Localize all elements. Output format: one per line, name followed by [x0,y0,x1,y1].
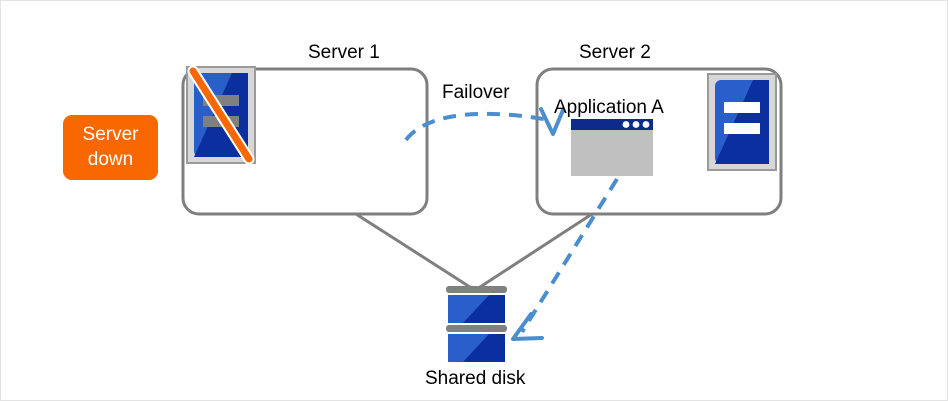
application-window-icon [571,119,653,176]
server-down-badge-line2: down [87,148,134,170]
dashed-curved-arrow-icon [404,107,565,142]
server-healthy-icon [707,73,777,171]
shared-disk-label: Shared disk [425,368,526,389]
server2-title: Server 2 [579,42,651,63]
shared-disk-icon [446,286,507,362]
server-down-badge-line1: Server [82,124,139,146]
disk-connector-lines [355,212,593,291]
server1-title: Server 1 [308,42,380,63]
failover-label: Failover [442,82,510,103]
server-down-badge: Server down [63,115,158,180]
dashed-straight-arrow-icon [511,177,619,341]
server-failed-icon [186,65,256,165]
application-label: Application A [554,97,664,118]
